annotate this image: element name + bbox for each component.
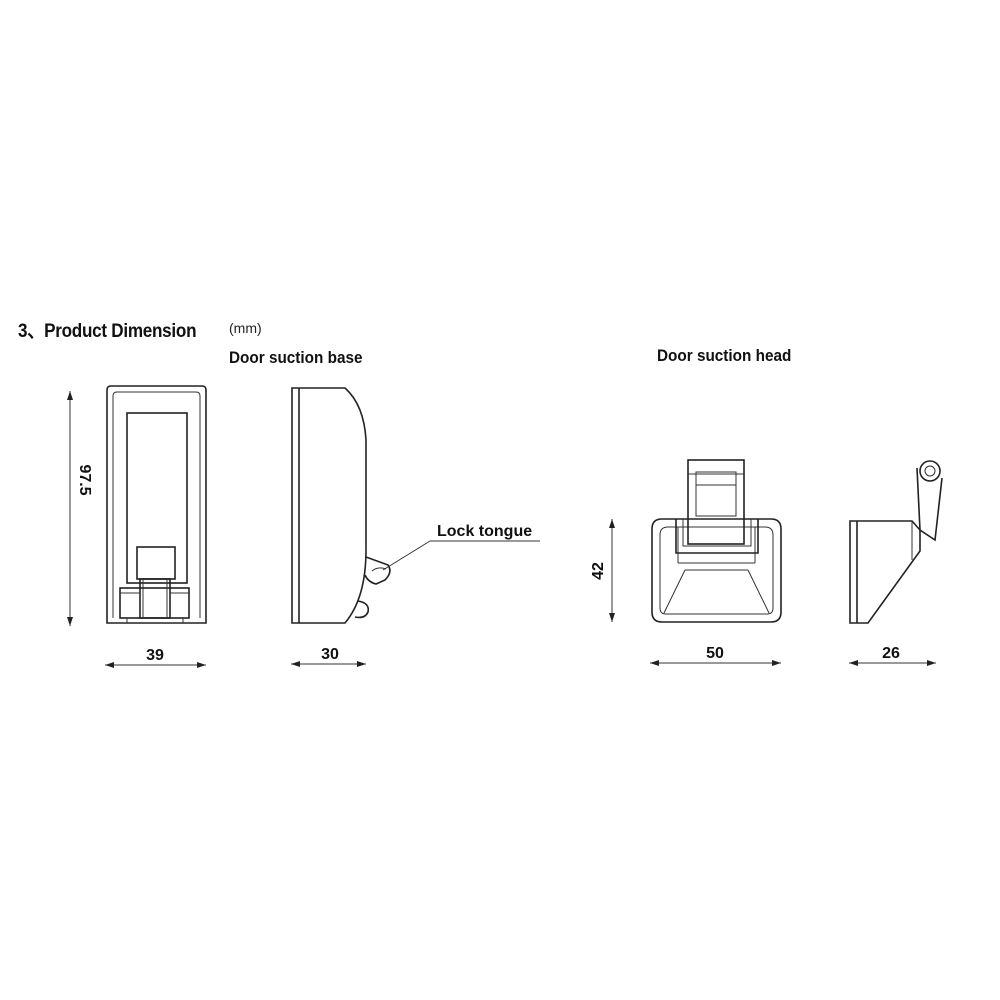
head-side-width-dimension: 26 [849, 645, 936, 666]
lock-tongue-label: Lock tongue [437, 523, 532, 540]
head-front-width-dimension: 50 [650, 645, 781, 666]
base-side-width-value: 30 [321, 646, 339, 663]
head-height-dimension: 42 [590, 519, 615, 622]
base-height-dimension: 97.5 [67, 391, 93, 626]
base-side-width-dimension: 30 [291, 646, 366, 667]
head-front-view [651, 459, 782, 623]
lock-tongue-callout: Lock tongue [382, 523, 540, 571]
head-front-width-value: 50 [706, 645, 724, 662]
base-front-view [106, 385, 207, 624]
head-height-value: 42 [590, 562, 607, 580]
base-height-value: 97.5 [76, 464, 93, 495]
unit-label: (mm) [229, 320, 262, 336]
head-side-view [849, 460, 943, 624]
base-label: Door suction base [229, 348, 363, 367]
base-front-width-dimension: 39 [105, 647, 206, 668]
head-side-width-value: 26 [882, 645, 900, 662]
base-front-width-value: 39 [146, 647, 164, 664]
base-side-view [291, 387, 391, 624]
head-label: Door suction head [657, 346, 792, 365]
section-title: 3、Product Dimension [18, 321, 197, 342]
